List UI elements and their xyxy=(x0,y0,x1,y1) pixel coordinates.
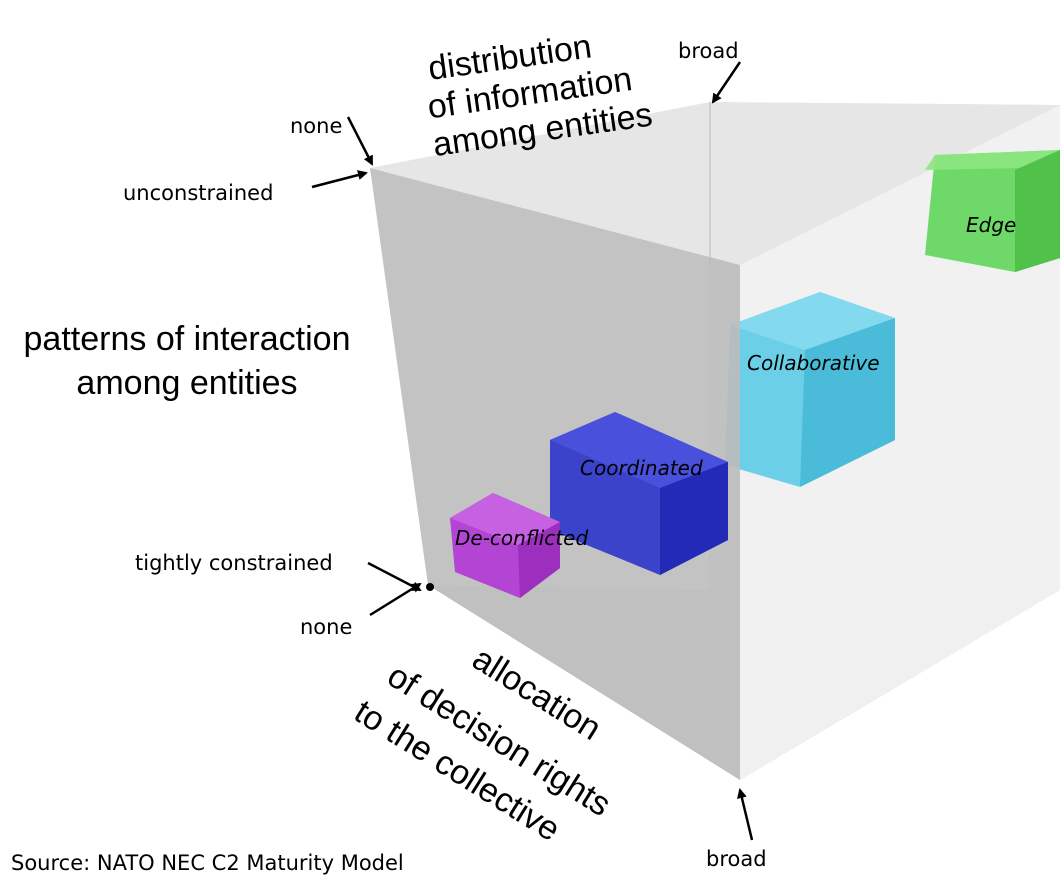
arrow-interaction-tight xyxy=(367,561,422,592)
interaction-title-line-2: among entities xyxy=(76,364,297,402)
cube xyxy=(370,102,1060,780)
de-conflicted-label: De-conflicted xyxy=(455,526,588,550)
arrow-decision-broad xyxy=(737,788,754,841)
cube-top-face xyxy=(370,102,1060,265)
interaction-title-line-1: patterns of interaction xyxy=(24,320,351,358)
information-low-label: none xyxy=(290,114,342,138)
coordinated-label: Coordinated xyxy=(580,456,703,480)
decision-low-label: none xyxy=(300,615,352,639)
arrow-info-none xyxy=(346,116,374,166)
edge-box xyxy=(925,150,1060,272)
interaction-low-label: tightly constrained xyxy=(135,551,333,575)
collaborative-label: Collaborative xyxy=(747,351,880,375)
arrow-info-broad xyxy=(711,61,742,104)
cube-right-face xyxy=(740,105,1060,780)
decision-high-label: broad xyxy=(706,847,767,871)
origin-point xyxy=(426,583,434,591)
arrow-interaction-unconstrained xyxy=(311,170,368,189)
source-caption: Source: NATO NEC C2 Maturity Model xyxy=(11,851,404,875)
de-conflicted-box xyxy=(450,493,560,598)
edge-label: Edge xyxy=(966,213,1016,237)
coordinated-box xyxy=(550,412,728,575)
information-high-label: broad xyxy=(678,39,739,63)
axis-arrows xyxy=(311,61,754,841)
interaction-high-label: unconstrained xyxy=(123,181,273,205)
arrow-decision-none xyxy=(369,582,422,617)
collaborative-box xyxy=(725,292,895,487)
